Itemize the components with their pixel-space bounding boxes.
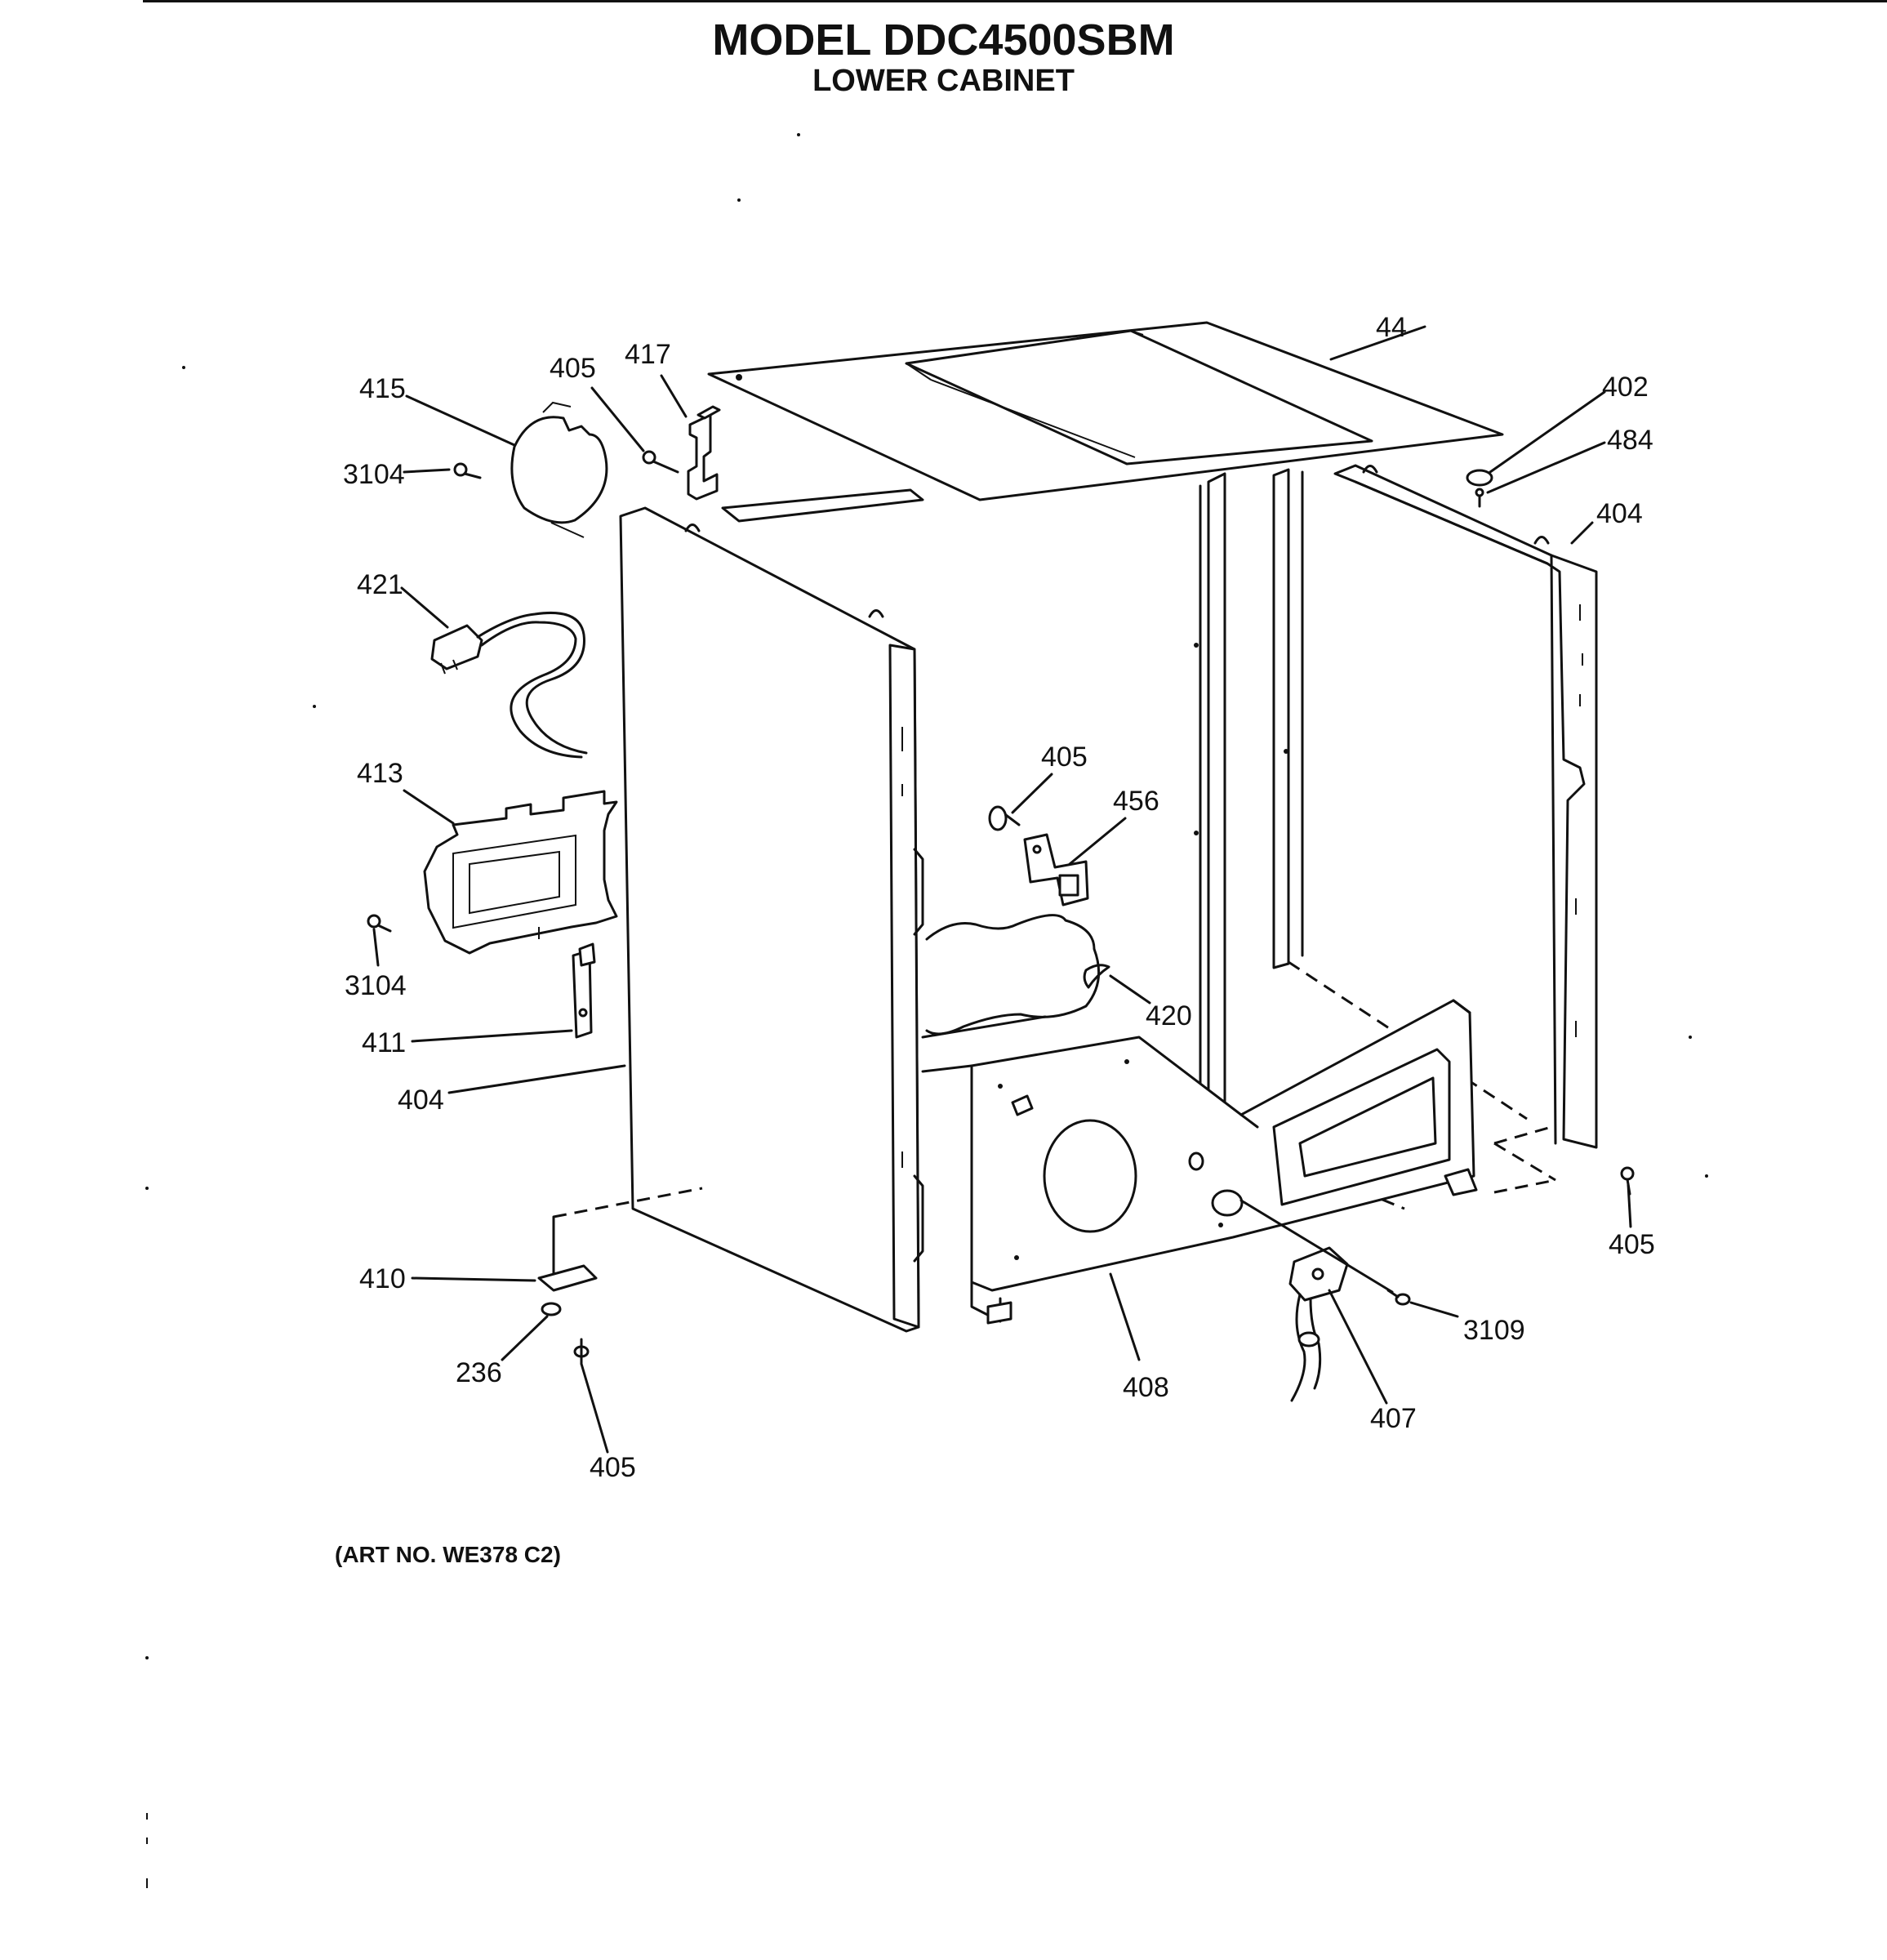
screw-405-bottom — [573, 1338, 590, 1365]
screw-484 — [1475, 488, 1484, 508]
callout-417: 417 — [625, 339, 671, 370]
top-rule — [143, 0, 1887, 2]
callout-408: 408 — [1123, 1372, 1169, 1403]
leg-mount-line — [553, 1187, 703, 1218]
screw-405-top — [642, 450, 679, 474]
callout-402: 402 — [1602, 372, 1649, 403]
callout-3109: 3109 — [1463, 1315, 1525, 1346]
leveling-foot-236 — [541, 1302, 562, 1316]
callout-3104-top: 3104 — [343, 459, 405, 490]
callout-404-right: 404 — [1596, 498, 1643, 529]
callout-405-top: 405 — [550, 353, 596, 384]
right-side-panel — [1333, 464, 1598, 1194]
plunger-411 — [572, 942, 596, 1039]
callout-484: 484 — [1607, 425, 1653, 456]
callout-405-bottom: 405 — [590, 1452, 636, 1483]
left-side-panel — [619, 506, 924, 1333]
callout-413: 413 — [357, 758, 403, 789]
bracket-456 — [1023, 833, 1089, 906]
leveling-bracket-410 — [537, 1215, 598, 1292]
bracket-417 — [687, 405, 721, 501]
sensor-407 — [1288, 1246, 1349, 1402]
bulkhead-outline — [925, 914, 1101, 1036]
scan-specks — [145, 133, 1708, 1888]
terminal-cover — [510, 401, 608, 538]
wire-clip-420 — [1083, 964, 1110, 989]
callout-404-left: 404 — [398, 1085, 444, 1116]
callout-415: 415 — [359, 373, 406, 404]
callout-405-right: 405 — [1609, 1229, 1655, 1260]
callout-456: 456 — [1113, 786, 1159, 817]
leader-lines — [372, 325, 1632, 1454]
access-panel — [423, 790, 618, 955]
screw-405-mid — [988, 805, 1021, 831]
screw-3109 — [1386, 1289, 1411, 1306]
art-number: (ART NO. WE378 C2) — [335, 1542, 561, 1567]
diagram-subtitle: LOWER CABINET — [812, 64, 1075, 98]
top-panel — [707, 321, 1504, 501]
callout-3104-bottom: 3104 — [345, 970, 407, 1001]
callout-44: 44 — [1376, 312, 1407, 343]
screw-3104-bottom — [367, 914, 392, 933]
callout-236: 236 — [456, 1357, 502, 1388]
callout-410: 410 — [359, 1263, 406, 1294]
bumper-402 — [1466, 469, 1493, 487]
screw-3104-top — [453, 462, 482, 479]
callout-405-mid: 405 — [1041, 742, 1088, 773]
callout-labels: 44 402 484 404 415 405 417 3104 421 413 … — [343, 312, 1655, 1483]
callout-411: 411 — [362, 1027, 406, 1058]
callout-420: 420 — [1146, 1000, 1192, 1031]
callout-421: 421 — [357, 569, 403, 600]
callout-407: 407 — [1370, 1403, 1417, 1434]
power-cord — [430, 611, 588, 759]
front-base-panel — [921, 999, 1478, 1325]
diagram-title: MODEL DDC4500SBM — [712, 16, 1175, 65]
